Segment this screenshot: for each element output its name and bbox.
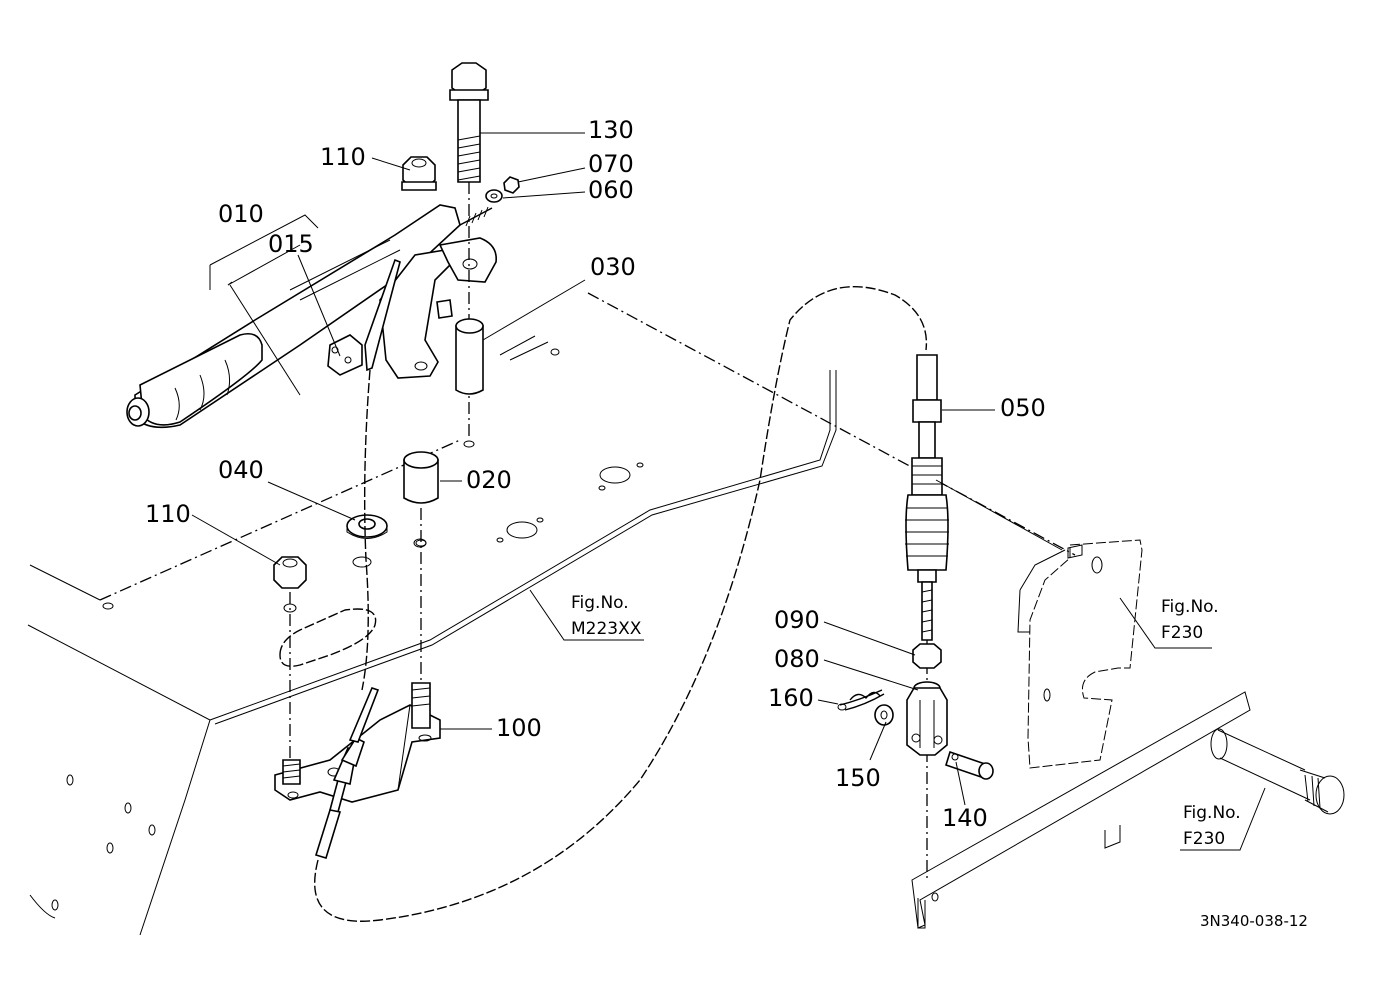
clip-pin-160 — [837, 689, 885, 711]
hand-brake-lever — [126, 204, 497, 429]
brake-cable — [314, 285, 949, 922]
flange-nut-top — [401, 156, 437, 191]
label-090: 090 — [774, 606, 820, 634]
label-060: 060 — [588, 176, 634, 204]
collar-030 — [455, 318, 484, 395]
label-130: 130 — [588, 116, 634, 144]
label-040: 040 — [218, 456, 264, 484]
label-080: 080 — [774, 645, 820, 673]
drawing-code: 3N340-038-12 — [1200, 912, 1308, 930]
label-140: 140 — [942, 804, 988, 832]
label-160: 160 — [768, 684, 814, 712]
label-070: 070 — [588, 150, 634, 178]
fig-ref-f230-upper-label: Fig.No. — [1161, 597, 1219, 617]
label-015: 015 — [268, 230, 314, 258]
washer-150 — [874, 704, 894, 726]
nut-090 — [912, 643, 942, 669]
label-050: 050 — [1000, 394, 1046, 422]
pin-140 — [945, 750, 994, 780]
part-labels: 010 015 110 130 070 060 030 040 020 110 … — [145, 116, 1046, 832]
label-010: 010 — [218, 200, 264, 228]
leader-lines — [191, 132, 1266, 851]
label-110-top: 110 — [320, 143, 366, 171]
fig-ref-f230-upper-number: F230 — [1161, 623, 1203, 643]
fig-ref-f230-lower-label: Fig.No. — [1183, 803, 1241, 823]
label-110-lower: 110 — [145, 500, 191, 528]
collar-020 — [403, 451, 439, 680]
clevis-080 — [906, 681, 948, 756]
washer-040 — [346, 514, 388, 539]
label-030: 030 — [590, 253, 636, 281]
label-020: 020 — [466, 466, 512, 494]
pedal-bracket-plate — [1017, 539, 1143, 769]
fig-ref-m223-number: M223XX — [571, 619, 642, 639]
label-100: 100 — [496, 714, 542, 742]
bolt-130 — [449, 62, 489, 448]
pedal-shaft — [911, 691, 1345, 929]
flange-nut-lower — [273, 556, 307, 760]
figure-references: Fig.No. M223XX Fig.No. F230 Fig.No. F230 — [571, 593, 1241, 849]
floor-panel — [27, 292, 1076, 936]
washer-060-nut-070 — [485, 176, 520, 203]
label-150: 150 — [835, 764, 881, 792]
fig-ref-m223-label: Fig.No. — [571, 593, 629, 613]
fig-ref-f230-lower-number: F230 — [1183, 829, 1225, 849]
